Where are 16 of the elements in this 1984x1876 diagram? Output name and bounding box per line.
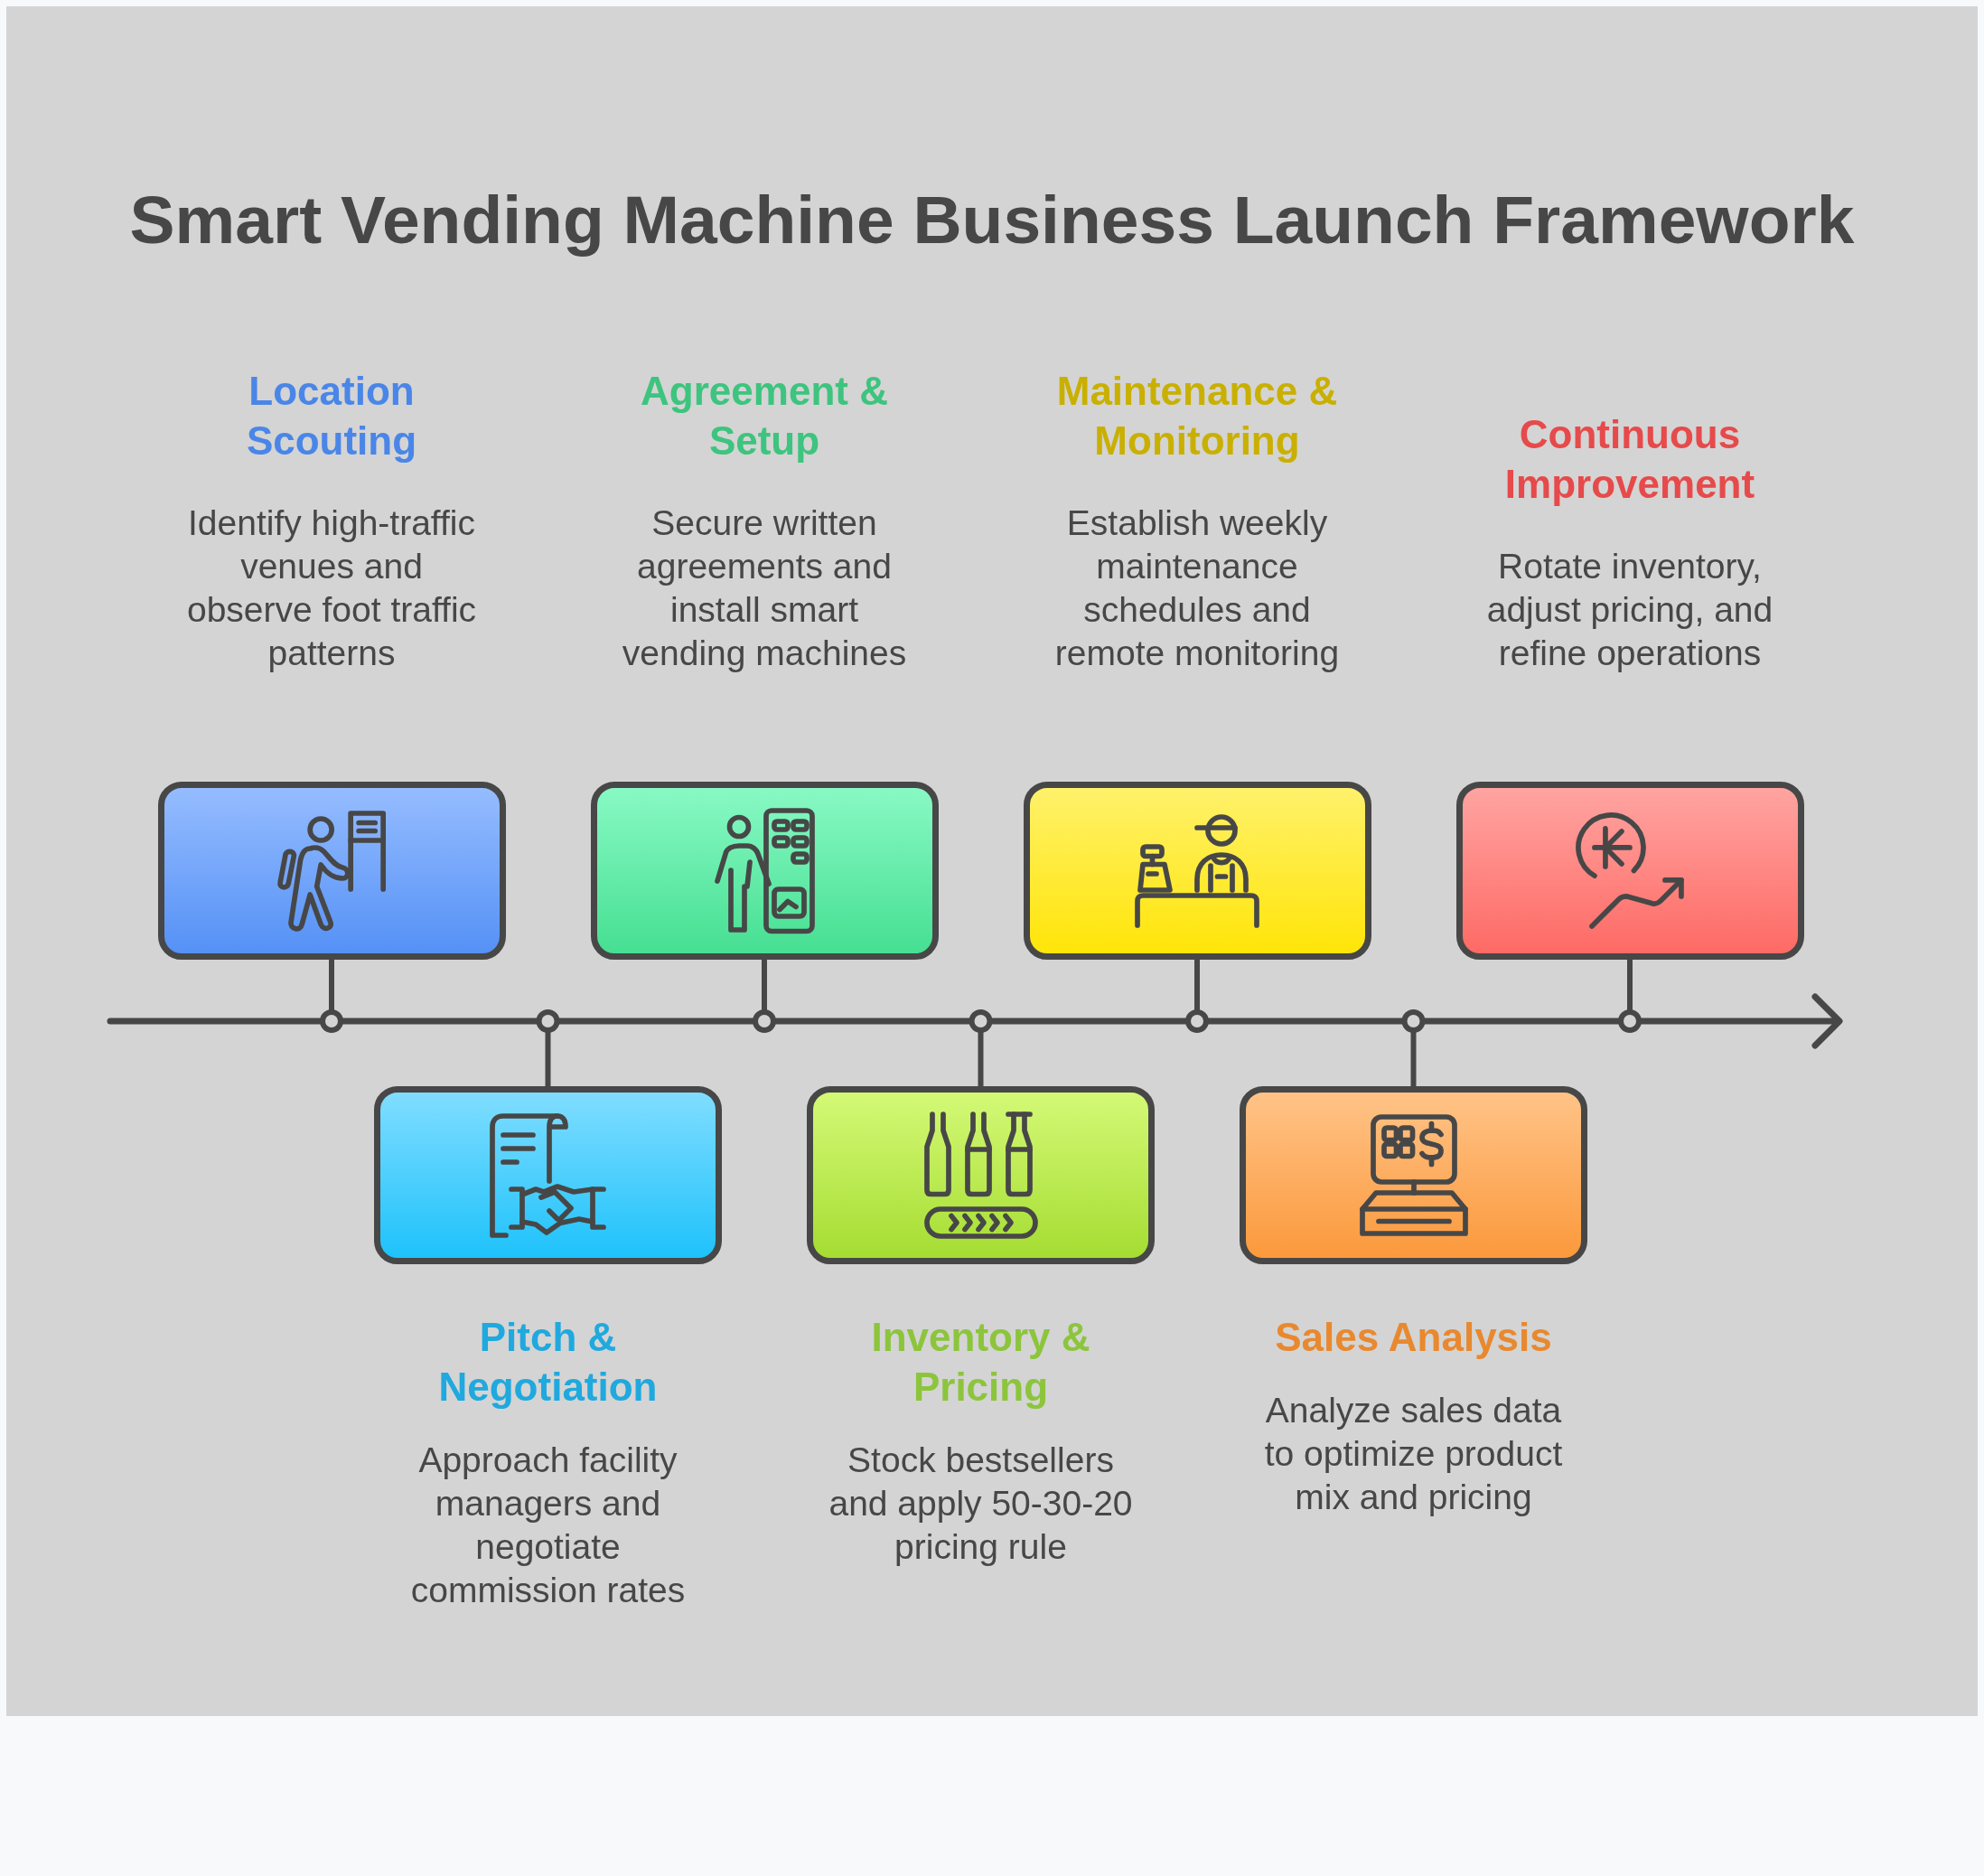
step-heading: Inventory & Pricing (870, 1314, 1091, 1411)
title: Smart Vending Machine Business Launch Framework (129, 181, 1855, 259)
step-description: Analyze sales data to optimize product mix and pricing (1263, 1390, 1564, 1518)
step-heading: Maintenance & Monitoring (1055, 368, 1339, 464)
step-description: Stock bestsellers and apply 50-30-20 pricing rule (828, 1440, 1134, 1568)
step-heading: Agreement & Setup (640, 368, 889, 464)
step-heading: Continuous Improvement (1503, 411, 1756, 508)
step-heading: Sales Analysis (1274, 1314, 1553, 1361)
step-description: Establish weekly maintenance schedules and remote monitoring (1053, 502, 1341, 674)
timeline-arrow (107, 993, 1843, 1049)
step-description: Rotate inventory, adjust pricing, and refine operations (1485, 546, 1774, 674)
step-description: Identify high-traffic venues and observe foot traffic patterns (185, 502, 478, 674)
step-heading: Pitch & Negotiation (437, 1314, 659, 1411)
step-description: Secure written agreements and install smart vending machines (621, 502, 908, 674)
step-heading: Location Scouting (245, 368, 418, 464)
step-description: Approach facility managers and negotiate commission rates (409, 1440, 687, 1611)
